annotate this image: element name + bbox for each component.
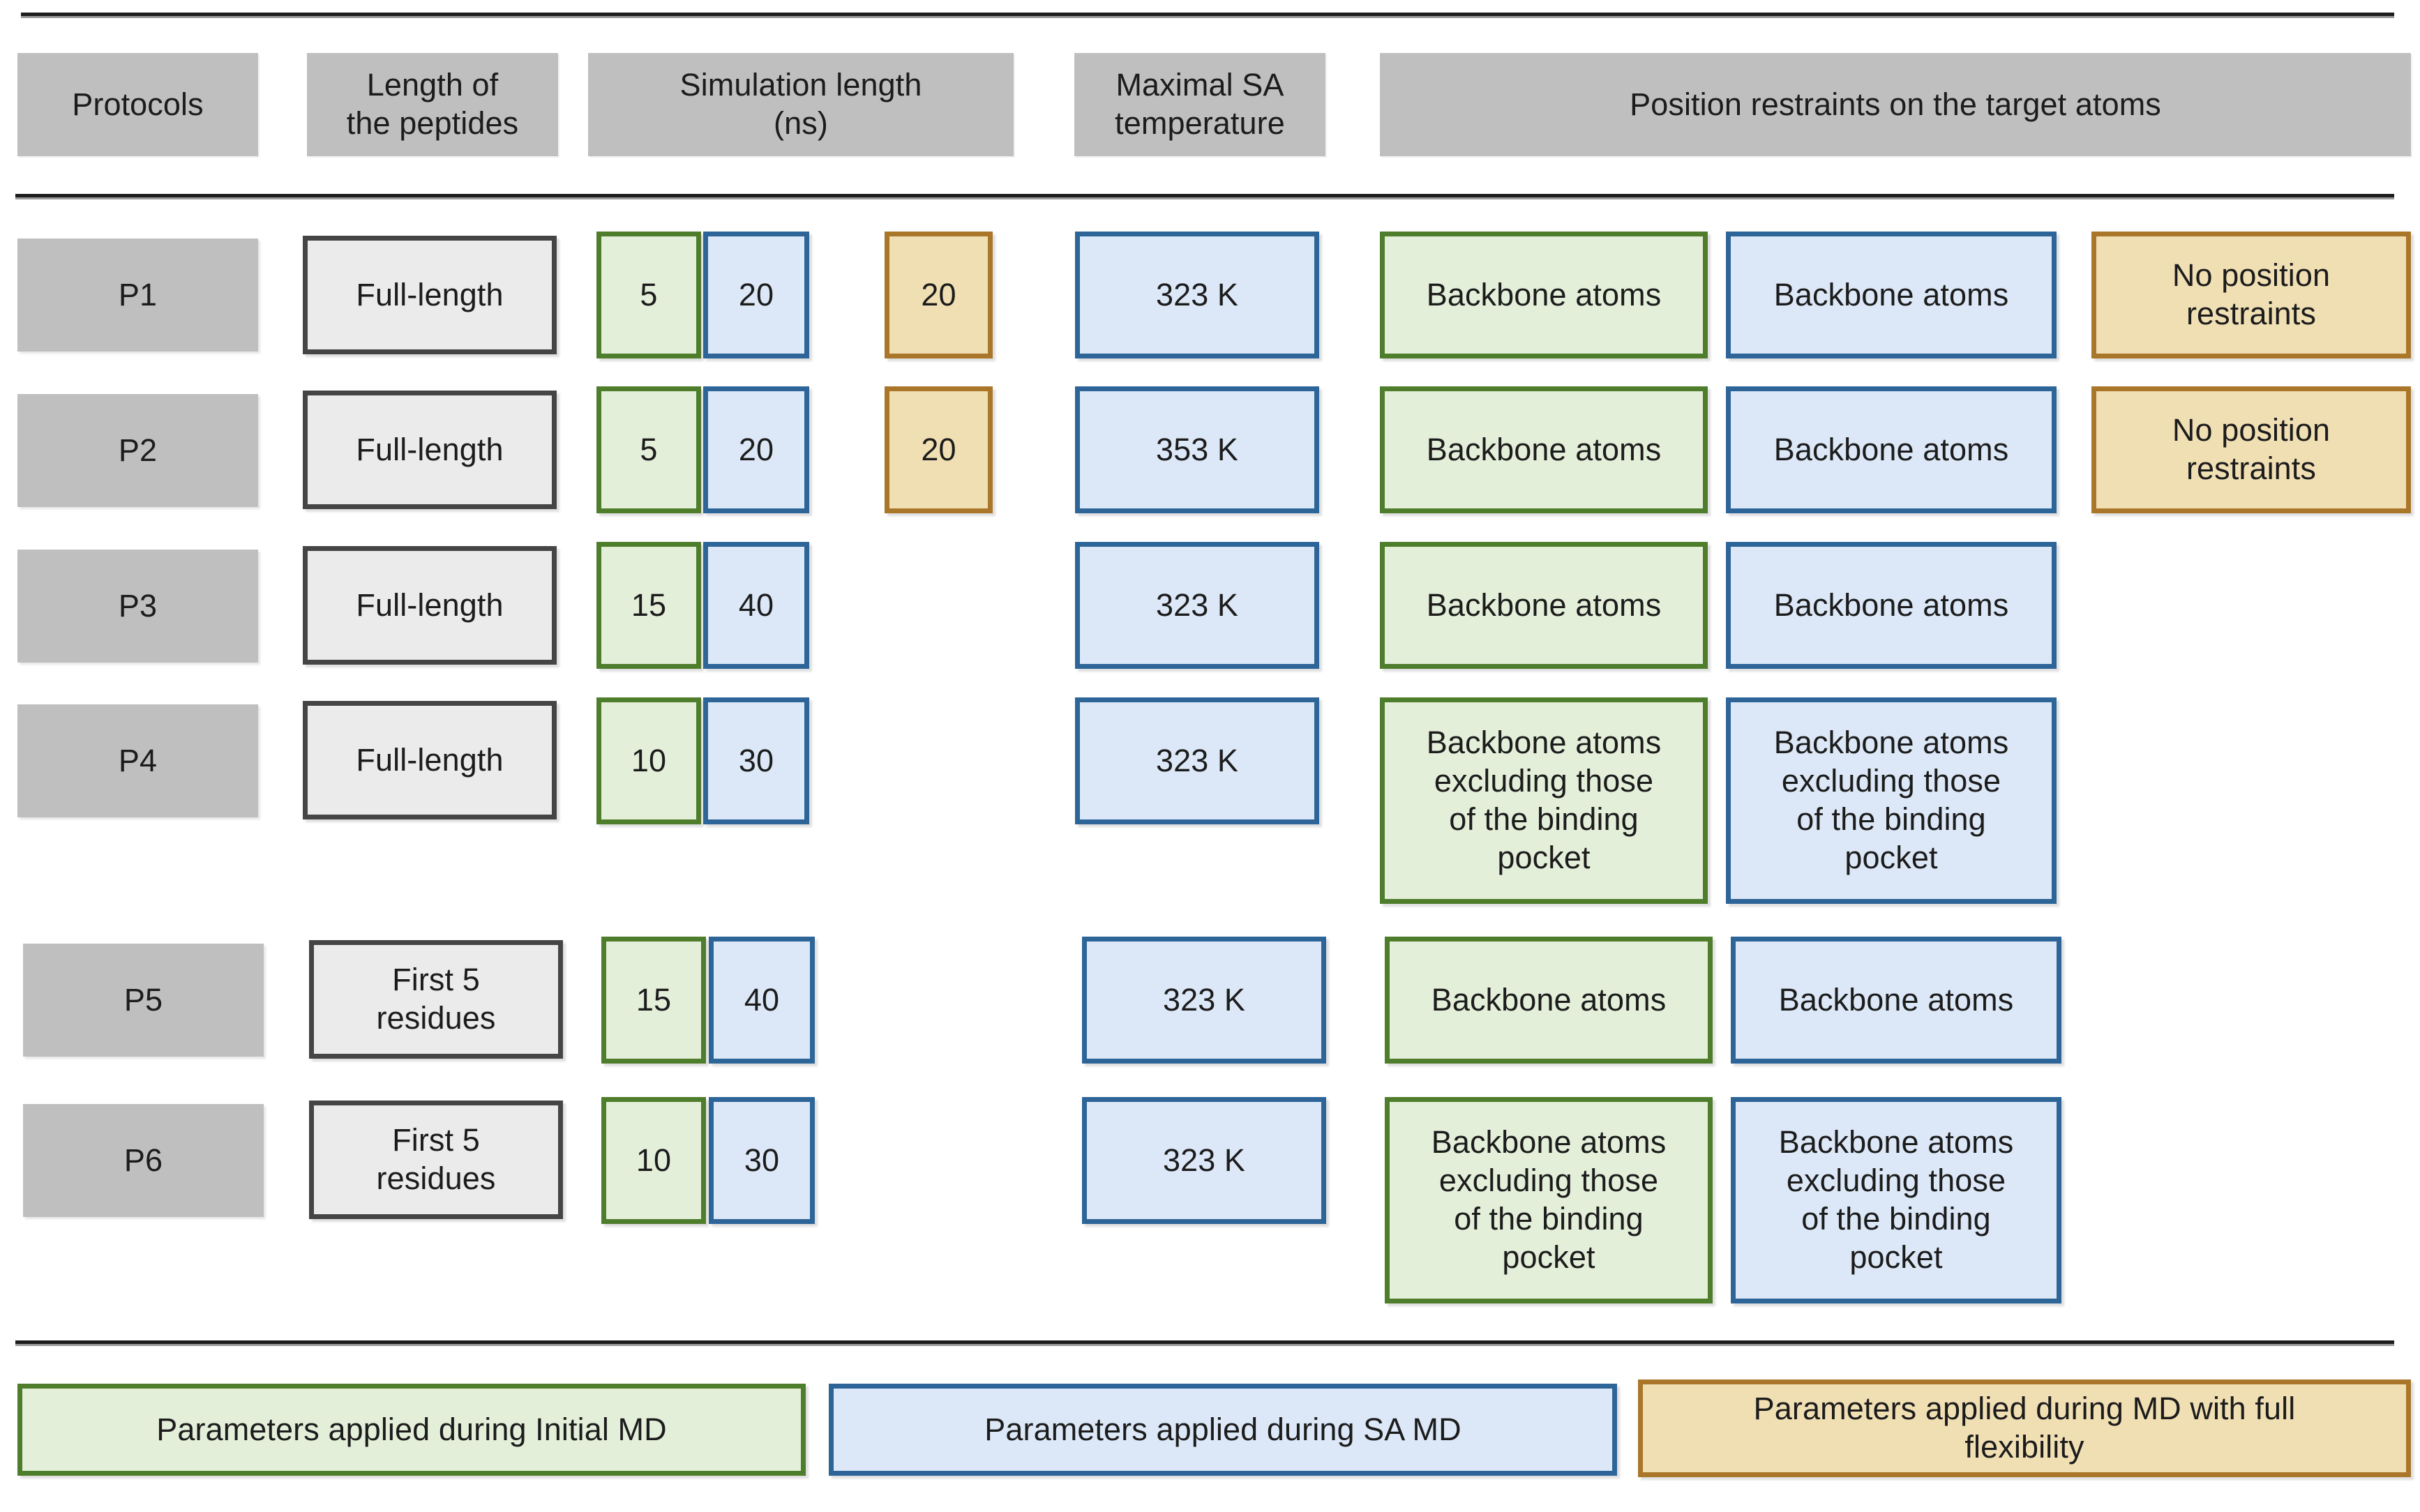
header-peptide-length: Length of the peptides xyxy=(307,53,558,156)
restraint-initial-cell-p6: Backbone atoms excluding those of the bi… xyxy=(1385,1097,1713,1303)
legend-full-flexibility: Parameters applied during MD with full f… xyxy=(1638,1379,2411,1477)
sim-sa-cell-p4: 30 xyxy=(703,697,809,824)
restraint-sa-cell-p3: Backbone atoms xyxy=(1726,542,2057,669)
restraint-initial-cell-p2: Backbone atoms xyxy=(1380,386,1708,513)
temperature-cell-p4: 323 K xyxy=(1075,697,1319,824)
protocol-cell-p3: P3 xyxy=(17,550,258,663)
temperature-cell-p1: 323 K xyxy=(1075,232,1319,358)
restraint-sa-cell-p5: Backbone atoms xyxy=(1731,937,2061,1064)
temperature-cell-p2: 353 K xyxy=(1075,386,1319,513)
restraint-initial-cell-p5: Backbone atoms xyxy=(1385,937,1713,1064)
restraint-initial-cell-p1: Backbone atoms xyxy=(1380,232,1708,358)
header-bottom-rule xyxy=(15,194,2394,199)
sim-initial-cell-p5: 15 xyxy=(601,937,706,1064)
legend-top-rule xyxy=(15,1340,2394,1346)
sim-initial-cell-p1: 5 xyxy=(596,232,701,358)
protocol-cell-p1: P1 xyxy=(17,239,258,351)
header-protocols: Protocols xyxy=(17,53,258,156)
sim-initial-cell-p2: 5 xyxy=(596,386,701,513)
restraint-flex-cell-p1: No position restraints xyxy=(2091,232,2411,358)
sim-sa-cell-p2: 20 xyxy=(703,386,809,513)
restraint-sa-cell-p4: Backbone atoms excluding those of the bi… xyxy=(1726,697,2057,904)
temperature-cell-p5: 323 K xyxy=(1082,937,1326,1064)
top-rule xyxy=(21,13,2394,18)
sim-sa-cell-p1: 20 xyxy=(703,232,809,358)
sim-flex-cell-p1: 20 xyxy=(885,232,993,358)
peptide-length-cell-p4: Full-length xyxy=(303,701,557,819)
peptide-length-cell-p2: Full-length xyxy=(303,391,557,509)
restraint-sa-cell-p2: Backbone atoms xyxy=(1726,386,2057,513)
peptide-length-cell-p1: Full-length xyxy=(303,236,557,354)
sim-initial-cell-p4: 10 xyxy=(596,697,701,824)
protocol-cell-p4: P4 xyxy=(17,704,258,817)
header-position-restraints: Position restraints on the target atoms xyxy=(1380,53,2411,156)
sim-sa-cell-p5: 40 xyxy=(709,937,815,1064)
protocol-cell-p5: P5 xyxy=(23,944,264,1057)
legend-sa-md: Parameters applied during SA MD xyxy=(829,1384,1617,1476)
sim-initial-cell-p6: 10 xyxy=(601,1097,706,1224)
protocol-cell-p2: P2 xyxy=(17,394,258,507)
sim-initial-cell-p3: 15 xyxy=(596,542,701,669)
sim-sa-cell-p3: 40 xyxy=(703,542,809,669)
sim-sa-cell-p6: 30 xyxy=(709,1097,815,1224)
legend-initial-md: Parameters applied during Initial MD xyxy=(17,1384,806,1476)
header-simulation-length: Simulation length (ns) xyxy=(588,53,1014,156)
restraint-sa-cell-p6: Backbone atoms excluding those of the bi… xyxy=(1731,1097,2061,1303)
restraint-initial-cell-p4: Backbone atoms excluding those of the bi… xyxy=(1380,697,1708,904)
sim-flex-cell-p2: 20 xyxy=(885,386,993,513)
protocol-cell-p6: P6 xyxy=(23,1104,264,1217)
peptide-length-cell-p5: First 5 residues xyxy=(309,940,563,1059)
temperature-cell-p6: 323 K xyxy=(1082,1097,1326,1224)
peptide-length-cell-p3: Full-length xyxy=(303,546,557,665)
restraint-initial-cell-p3: Backbone atoms xyxy=(1380,542,1708,669)
temperature-cell-p3: 323 K xyxy=(1075,542,1319,669)
peptide-length-cell-p6: First 5 residues xyxy=(309,1101,563,1219)
restraint-flex-cell-p2: No position restraints xyxy=(2091,386,2411,513)
restraint-sa-cell-p1: Backbone atoms xyxy=(1726,232,2057,358)
header-max-sa-temperature: Maximal SA temperature xyxy=(1074,53,1325,156)
